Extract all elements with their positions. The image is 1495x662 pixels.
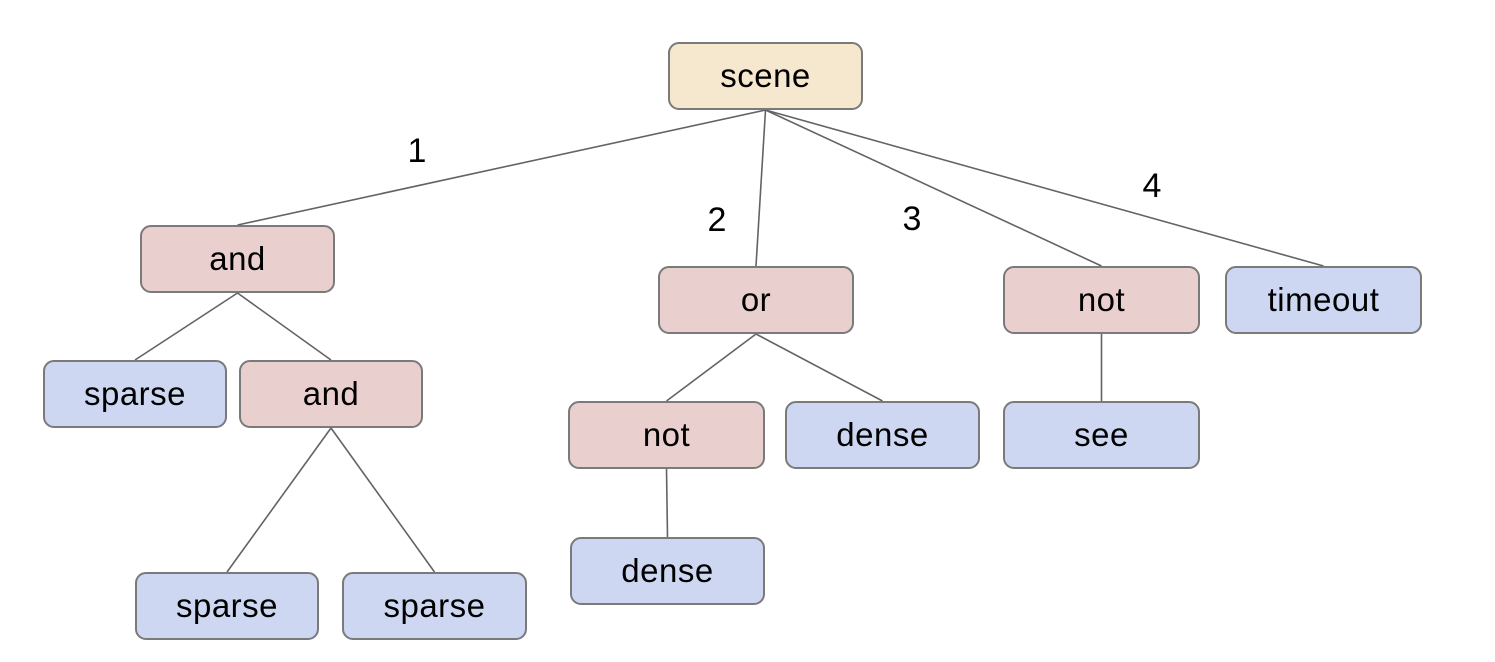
tree-edge <box>765 109 1324 267</box>
edge-label-2: 2 <box>708 201 727 239</box>
node-label: timeout <box>1267 281 1380 318</box>
node-label: dense <box>836 416 929 453</box>
node-label: dense <box>621 552 714 589</box>
tree-node-not-2: not <box>568 401 765 469</box>
tree-node-dense-2: dense <box>570 537 765 605</box>
tree-node-sparse-3: sparse <box>342 572 527 640</box>
tree-edge <box>330 427 436 573</box>
node-label: sparse <box>383 587 486 624</box>
tree-node-dense: dense <box>785 401 980 469</box>
tree-edge <box>226 427 332 573</box>
tree-edge <box>237 292 332 361</box>
tree-node-or: or <box>658 266 854 334</box>
node-label: scene <box>720 57 811 94</box>
tree-node-and: and <box>140 225 335 293</box>
tree-edge <box>665 468 669 538</box>
node-label: not <box>1077 281 1126 318</box>
edge-label-3: 3 <box>903 200 922 238</box>
tree-node-timeout: timeout <box>1225 266 1422 334</box>
tree-edge <box>755 333 883 402</box>
node-label: sparse <box>83 375 187 412</box>
node-label: see <box>1074 416 1129 453</box>
edge-label-1: 1 <box>408 132 427 170</box>
node-label: sparse <box>175 587 279 624</box>
tree-node-see: see <box>1003 401 1200 469</box>
node-label: and <box>302 375 360 412</box>
tree-node-scene: scene <box>668 42 863 110</box>
node-label: and <box>209 240 266 277</box>
edge-label-4: 4 <box>1143 167 1162 205</box>
tree-node-sparse-2: sparse <box>135 572 319 640</box>
tree-node-and-2: and <box>239 360 423 428</box>
node-label: not <box>642 416 691 453</box>
tree-edge <box>237 109 766 226</box>
tree-edge <box>666 333 757 402</box>
tree-edge <box>134 292 238 361</box>
tree-edge <box>755 109 767 267</box>
tree-node-not: not <box>1003 266 1200 334</box>
node-label: or <box>740 281 772 318</box>
tree-edge <box>765 109 1102 267</box>
tree-node-sparse: sparse <box>43 360 227 428</box>
